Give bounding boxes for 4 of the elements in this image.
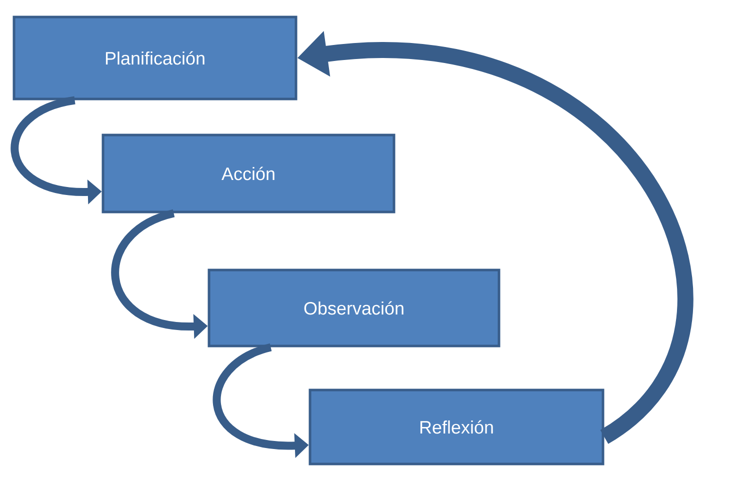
process-box: Reflexión (308, 388, 604, 466)
process-box: Acción (102, 134, 396, 214)
process-box: Observación (208, 268, 500, 348)
process-box: Planificación (12, 16, 298, 100)
